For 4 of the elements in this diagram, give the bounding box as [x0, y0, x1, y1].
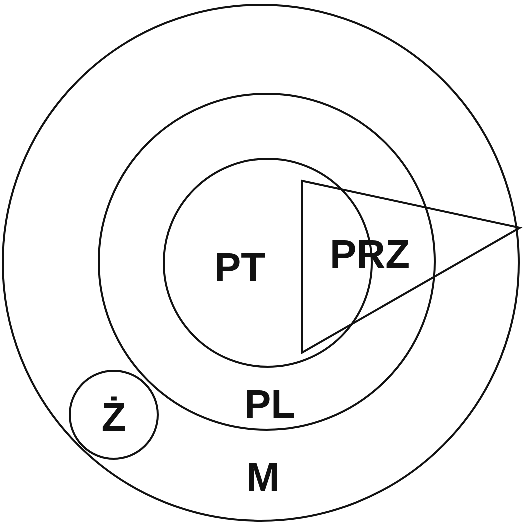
region-label: Ż [102, 398, 126, 438]
region-label: PT [214, 248, 266, 288]
region-label: PL [244, 385, 296, 425]
region-label: M [246, 458, 280, 498]
